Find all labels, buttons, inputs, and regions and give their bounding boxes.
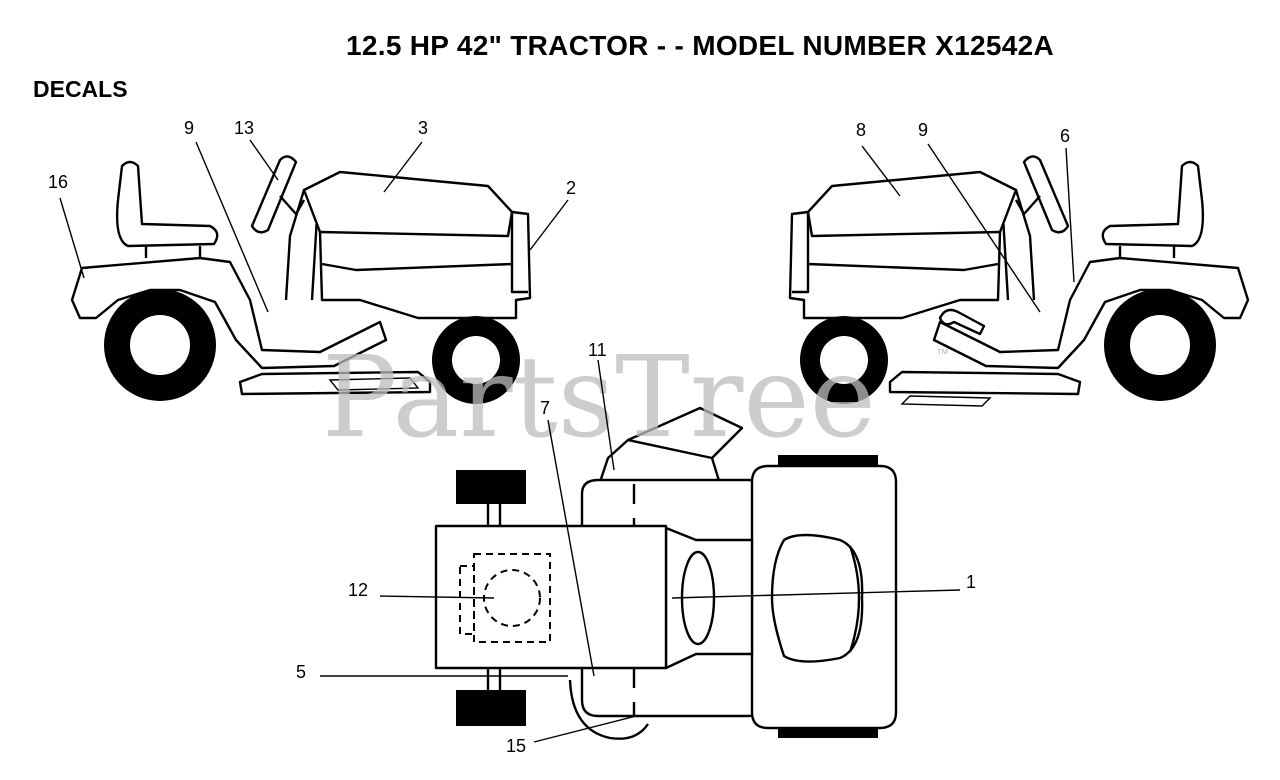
callout-6: 6	[1060, 126, 1070, 146]
deck-chute	[900, 395, 992, 407]
seat-back-outline	[459, 565, 475, 635]
callout-3: 3	[418, 118, 428, 138]
mower-deck	[888, 370, 1082, 396]
right-side-view	[788, 155, 1250, 407]
rear-fender	[932, 256, 1250, 370]
front-hub	[452, 336, 500, 384]
watermark: PartsTree	[322, 333, 876, 463]
deck-chute	[328, 377, 420, 391]
hood-detail	[319, 211, 514, 272]
leader-lines	[59, 139, 1075, 743]
hood-detail	[806, 211, 1001, 272]
hood-top	[750, 464, 898, 730]
seat-post	[144, 246, 202, 258]
chute-fold	[627, 438, 713, 460]
seat-post	[1118, 246, 1176, 258]
front-hub	[820, 336, 868, 384]
callout-8: 8	[856, 120, 866, 140]
deck-guard	[568, 679, 649, 740]
callout-16: 16	[48, 172, 68, 192]
callout-15: 15	[506, 736, 526, 756]
seat-outline	[473, 553, 551, 643]
callout-5: 5	[296, 662, 306, 682]
callout-12: 12	[348, 580, 368, 600]
right-rear-tire	[456, 690, 526, 726]
hood-scoop	[770, 533, 864, 663]
steering-wheel	[1022, 155, 1070, 234]
hood	[788, 170, 1018, 320]
seat	[115, 160, 219, 248]
left-side-view	[70, 155, 532, 404]
left-front-tire	[778, 455, 878, 467]
rear-hub	[1130, 315, 1190, 375]
section-heading: DECALS	[33, 76, 128, 102]
lift-lever	[938, 308, 986, 336]
callout-2: 2	[566, 178, 576, 198]
axle	[486, 504, 502, 690]
callout-1: 1	[966, 572, 976, 592]
rear-hub	[130, 315, 190, 375]
callout-7: 7	[540, 398, 550, 418]
seat	[1101, 160, 1205, 248]
watermark-trademark: ™	[936, 346, 949, 361]
callout-13: 13	[234, 118, 254, 138]
callouts: 16 9 13 3 2 8 9 6 11 7 12 1 5 15	[48, 118, 1070, 756]
callout-9-left: 9	[184, 118, 194, 138]
grille	[792, 212, 810, 294]
hood-scoop-edge	[848, 545, 861, 653]
callout-11: 11	[588, 340, 607, 360]
callout-9-right: 9	[918, 120, 928, 140]
grille	[510, 212, 528, 294]
rear-fender	[70, 256, 388, 370]
left-rear-tire	[456, 470, 526, 504]
page-title: 12.5 HP 42" TRACTOR - - MODEL NUMBER X12…	[346, 30, 1054, 61]
hood	[302, 170, 532, 320]
steering-wheel	[250, 155, 298, 234]
